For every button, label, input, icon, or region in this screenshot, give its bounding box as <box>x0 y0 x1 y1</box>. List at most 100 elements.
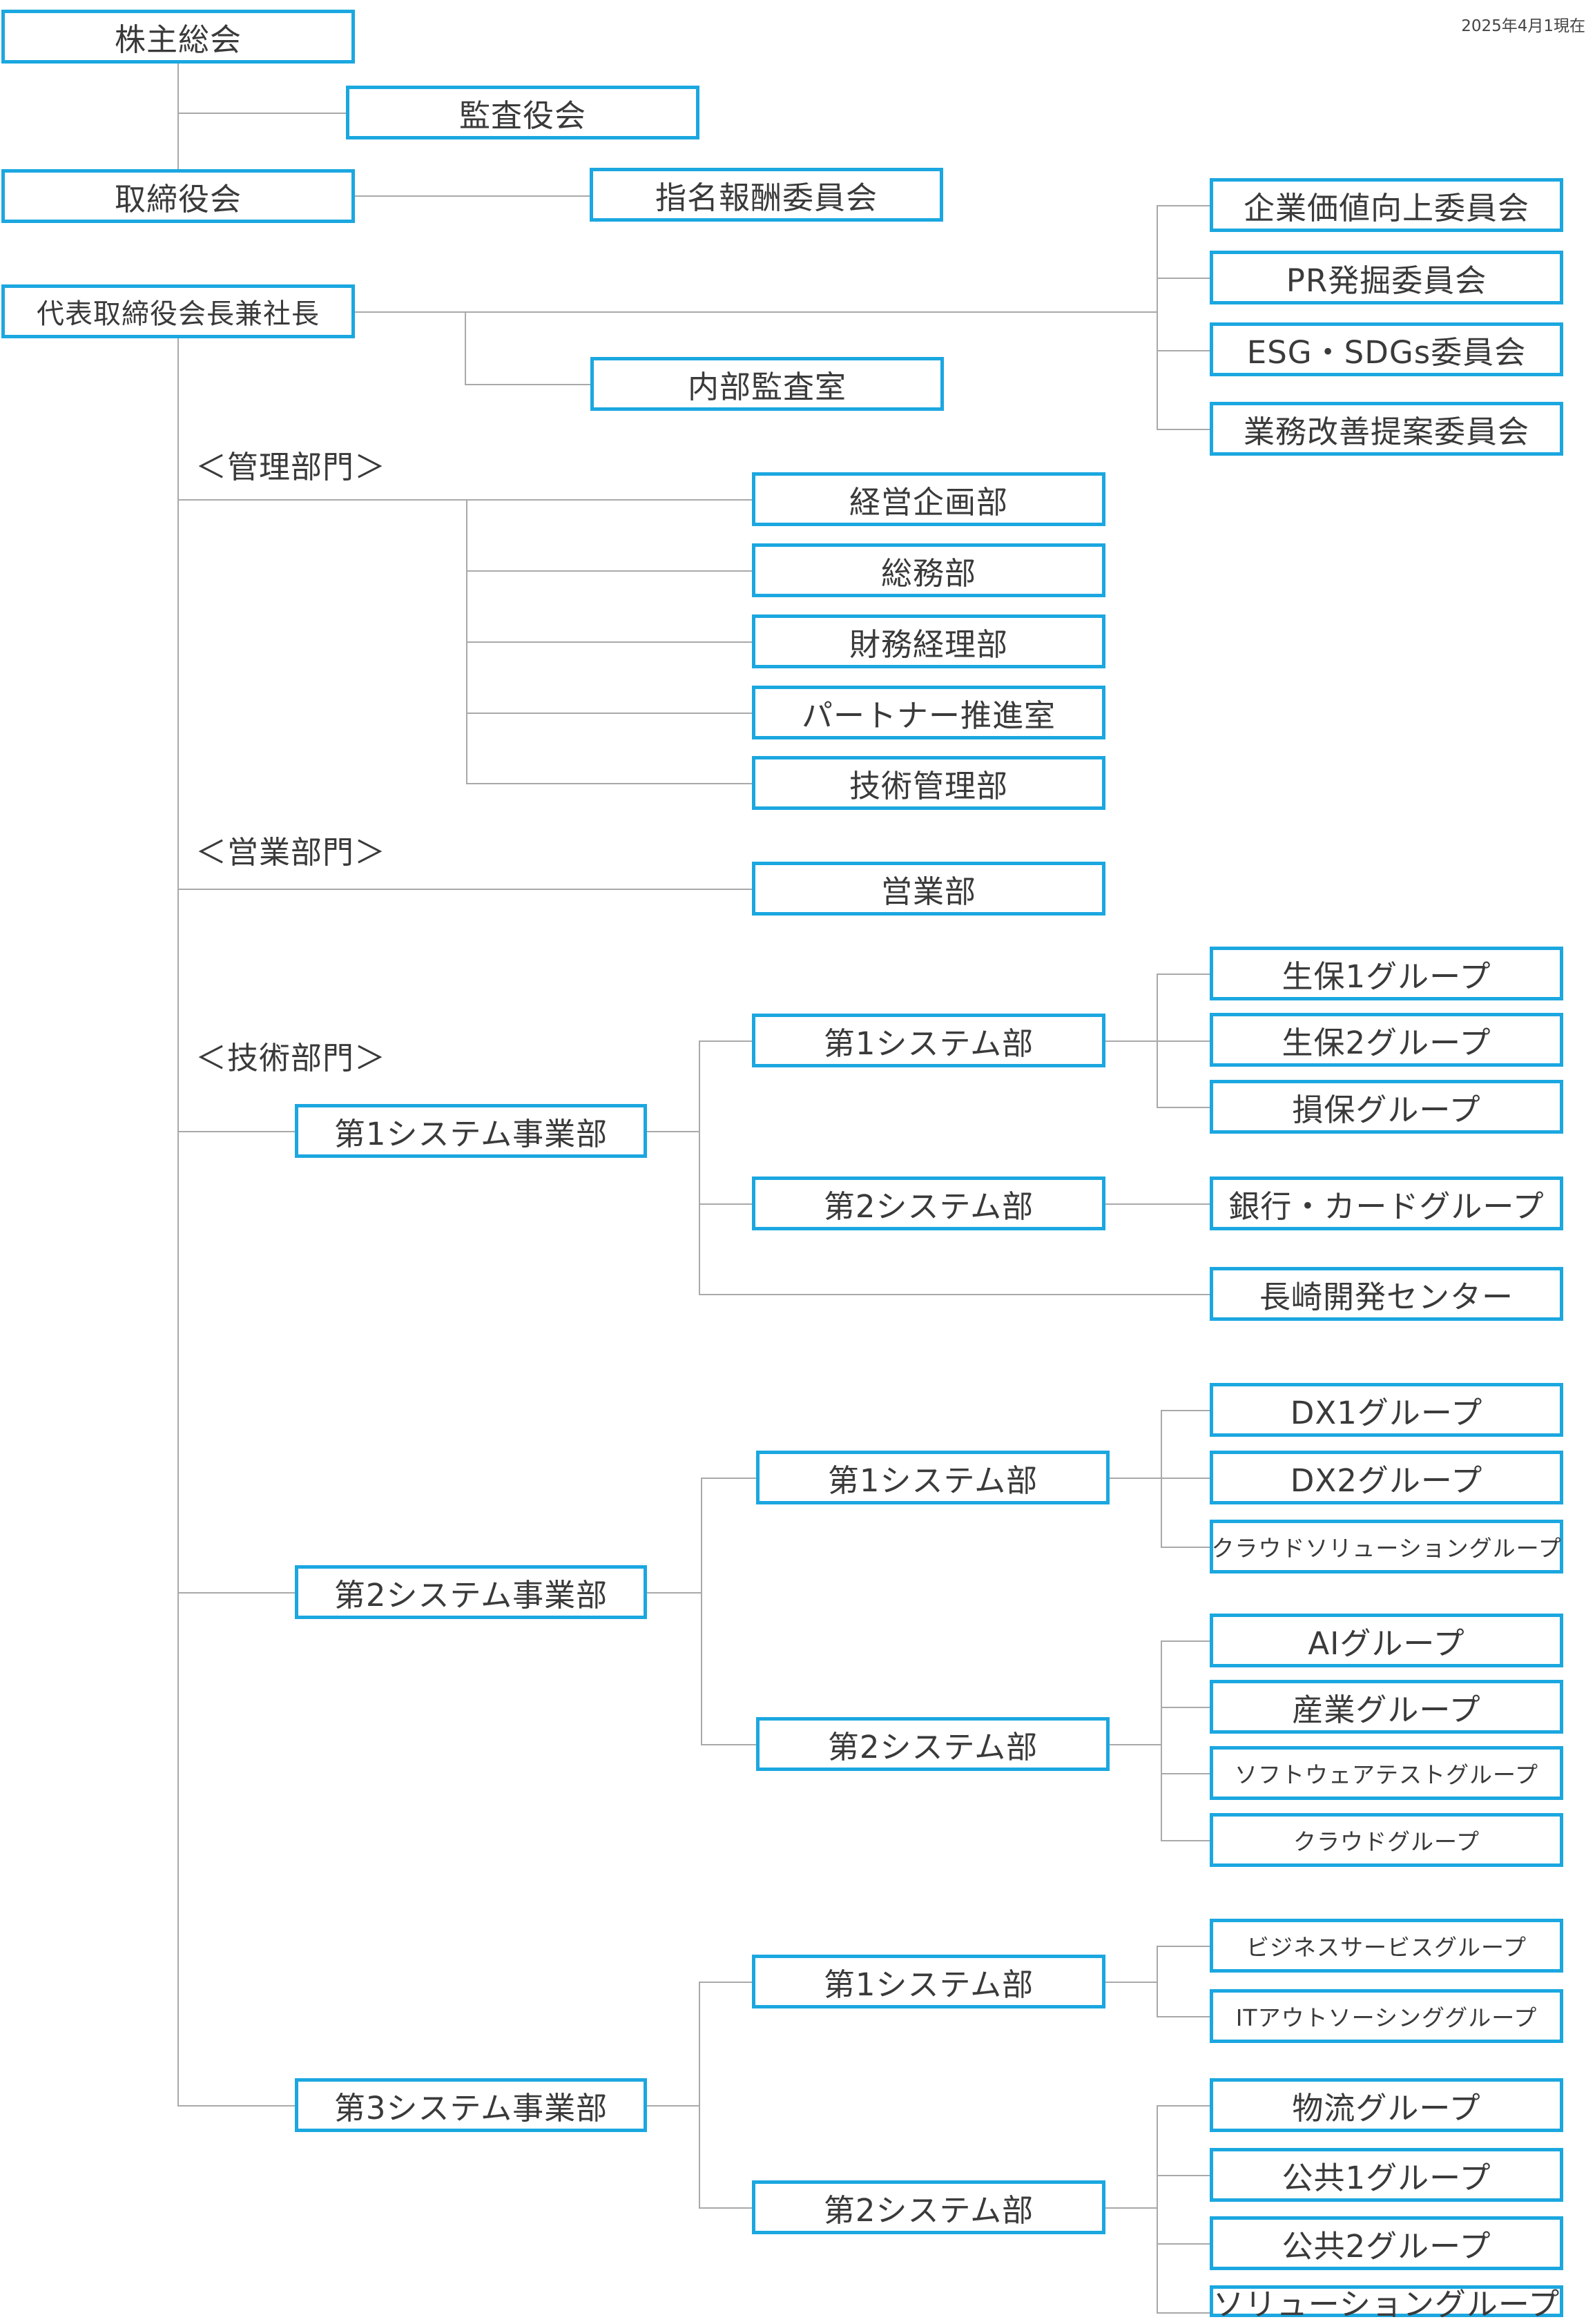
connector-div1-dept1 <box>699 1040 752 1042</box>
connector-main-spine-2 <box>177 338 179 2105</box>
connector-div2-dept2-bus <box>1161 1640 1162 1841</box>
system-dept-box: 第1システム部 <box>752 1014 1105 1067</box>
connector-sales <box>177 889 752 890</box>
connector-div1-g1 <box>1157 974 1210 975</box>
management-section-label: ＜管理部門＞ <box>195 449 387 485</box>
shareholders-box: 株主総会 <box>1 10 355 64</box>
connector-committee-1 <box>1157 205 1210 206</box>
connector-internal-audit-v <box>465 311 466 385</box>
auditors-box: 監査役会 <box>346 86 699 139</box>
committee-box: 企業価値向上委員会 <box>1210 178 1563 232</box>
connector-div1-out <box>646 1131 699 1132</box>
tech-section-label: ＜技術部門＞ <box>195 1040 387 1076</box>
management-dept-box: 技術管理部 <box>752 756 1105 810</box>
connector-internal-audit-h <box>465 384 590 385</box>
connector-div2-dept1-out <box>1109 1478 1210 1479</box>
group-box: 生保1グループ <box>1210 947 1563 1000</box>
group-box: ソリューショングループ <box>1210 2285 1563 2323</box>
connector-div2-g1 <box>1161 1410 1210 1411</box>
division-box: 第3システム事業部 <box>295 2078 647 2132</box>
connector-div2-dept2-out <box>1109 1744 1161 1745</box>
connector-mgmt-2 <box>466 570 752 572</box>
group-box: クラウドソリューショングループ <box>1210 1520 1563 1573</box>
connector-div2-g3 <box>1161 1547 1210 1548</box>
group-box: DX1グループ <box>1210 1383 1563 1437</box>
sales-dept-box: 営業部 <box>752 862 1105 916</box>
connector-mgmt-3 <box>466 641 752 643</box>
date-note: 2025年4月1現在 <box>1461 17 1585 35</box>
group-box: 公共1グループ <box>1210 2148 1563 2202</box>
connector-div3-bus <box>699 1982 700 2208</box>
connector-div3-g6 <box>1157 2312 1210 2314</box>
system-dept-box: 第2システム部 <box>752 1176 1105 1230</box>
group-box: DX2グループ <box>1210 1451 1563 1504</box>
board-box: 取締役会 <box>1 169 355 223</box>
committee-box: PR発掘委員会 <box>1210 251 1563 304</box>
group-box: 損保グループ <box>1210 1080 1563 1134</box>
group-box: 産業グループ <box>1210 1680 1563 1734</box>
connector-div2-g4 <box>1161 1640 1210 1642</box>
connector-div3-dept1-out <box>1105 1982 1157 1983</box>
division-box: 第1システム事業部 <box>295 1104 647 1158</box>
group-box: AIグループ <box>1210 1614 1563 1667</box>
connector-auditors <box>177 113 346 114</box>
connector-div2-g6 <box>1161 1773 1210 1774</box>
connector-nomination <box>355 195 590 197</box>
connector-div3-g5 <box>1157 2243 1210 2245</box>
connector-div3-g2 <box>1157 2016 1210 2017</box>
division-box: 第2システム事業部 <box>295 1565 647 1619</box>
connector-div3-dept2 <box>699 2207 752 2209</box>
connector-div1-dept2-out <box>1105 1203 1210 1205</box>
system-dept-box: 第1システム部 <box>752 1955 1105 2008</box>
internal-audit-box: 内部監査室 <box>590 357 944 411</box>
group-box: ビジネスサービスグループ <box>1210 1919 1563 1973</box>
group-box: 銀行・カードグループ <box>1210 1176 1563 1230</box>
connector-div3-g3 <box>1157 2105 1210 2107</box>
committee-box: ESG・SDGs委員会 <box>1210 322 1563 376</box>
committee-box: 業務改善提案委員会 <box>1210 402 1563 456</box>
connector-div3-dept2-out <box>1105 2207 1157 2209</box>
management-dept-box: 経営企画部 <box>752 472 1105 526</box>
connector-committee-3 <box>1157 350 1210 351</box>
management-dept-box: 総務部 <box>752 543 1105 597</box>
connector-management <box>177 499 752 501</box>
connector-div1-g3 <box>1157 1107 1210 1108</box>
connector-div3-dept1 <box>699 1982 752 1983</box>
connector-div1-dept1-bus <box>1157 974 1158 1107</box>
sales-section-label: ＜営業部門＞ <box>195 834 387 871</box>
nomination-box: 指名報酬委員会 <box>590 168 943 222</box>
center-box: 長崎開発センター <box>1210 1267 1563 1321</box>
connector-div2 <box>177 1592 296 1594</box>
connector-mgmt-5 <box>466 783 752 784</box>
connector-div3-g1 <box>1157 1946 1210 1947</box>
group-box: クラウドグループ <box>1210 1813 1563 1867</box>
group-box: 生保2グループ <box>1210 1013 1563 1067</box>
connector-div1-dept2 <box>699 1203 752 1205</box>
connector-div1-bus <box>699 1040 700 1295</box>
connector-div3-g4 <box>1157 2175 1210 2176</box>
connector-main-spine <box>177 63 179 211</box>
connector-committees-bus <box>1157 205 1158 429</box>
connector-div2-dept2 <box>701 1744 757 1745</box>
group-box: ソフトウェアテストグループ <box>1210 1746 1563 1800</box>
management-dept-box: パートナー推進室 <box>752 686 1105 739</box>
connector-div2-out <box>646 1592 702 1594</box>
connector-div2-g5 <box>1161 1707 1210 1708</box>
management-dept-box: 財務経理部 <box>752 614 1105 668</box>
connector-div2-dept1-bus <box>1161 1410 1162 1547</box>
system-dept-box: 第2システム部 <box>756 1717 1110 1771</box>
connector-committee-2 <box>1157 278 1210 279</box>
connector-div2-g7 <box>1161 1840 1210 1841</box>
connector-div2-dept1 <box>701 1478 757 1479</box>
system-dept-box: 第1システム部 <box>756 1451 1110 1504</box>
connector-div3 <box>177 2105 296 2107</box>
connector-div3-dept2-bus <box>1157 2105 1158 2313</box>
connector-div2-bus <box>701 1478 702 1745</box>
connector-president-committees <box>355 311 1157 313</box>
connector-committee-4 <box>1157 429 1210 430</box>
group-box: 公共2グループ <box>1210 2216 1563 2270</box>
president-box: 代表取締役会長兼社長 <box>1 284 355 338</box>
system-dept-box: 第2システム部 <box>752 2180 1105 2234</box>
connector-div3-dept1-bus <box>1157 1946 1158 2017</box>
connector-div1-center <box>699 1294 1210 1295</box>
